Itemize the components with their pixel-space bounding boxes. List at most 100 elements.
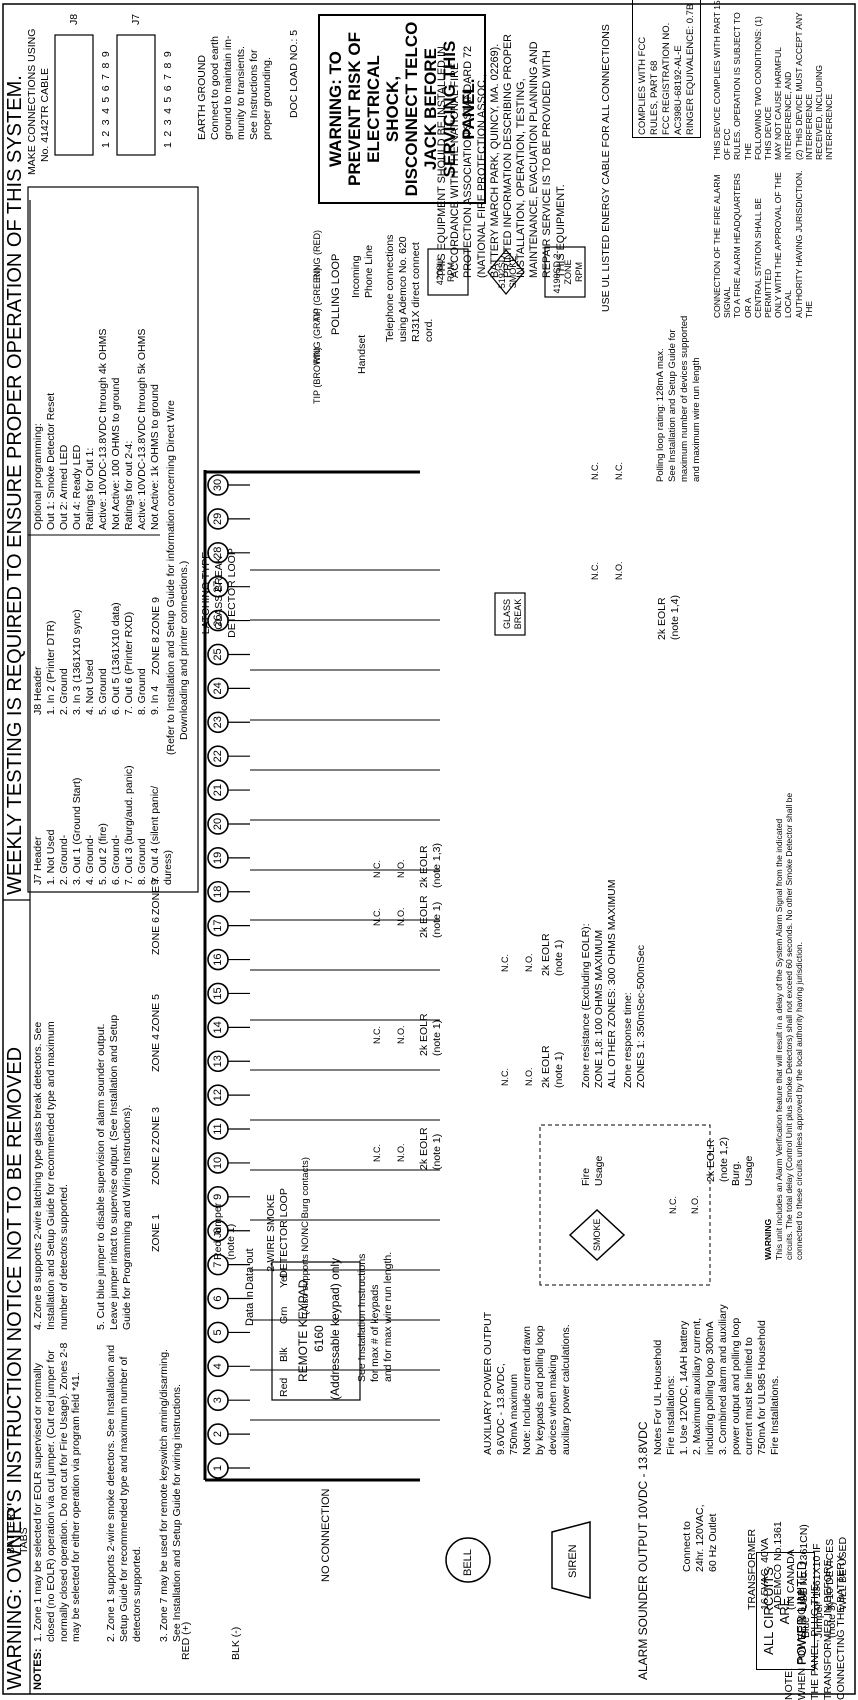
keypad-title: REMOTE KEYPAD bbox=[296, 1279, 310, 1382]
glass-break-loop-label: LATCHING TYPE GLASS BREAK DETECTOR LOOP bbox=[200, 548, 238, 638]
aux-power-line: auxiliary power calculations. bbox=[560, 1324, 572, 1455]
telephone-note-line: cord. bbox=[423, 318, 435, 342]
burg-usage-label: Burg. Usage bbox=[730, 1155, 755, 1186]
smoke-device-label: SMOKE bbox=[592, 1218, 602, 1251]
ring-red-label: RING (RED) bbox=[312, 230, 322, 280]
zone1-label: ZONE 1 bbox=[150, 1214, 162, 1252]
fcc-part15-line: RECEIVED, INCLUDING INTERFERENCE bbox=[813, 65, 835, 160]
terminal-number-4: 4 bbox=[212, 1363, 224, 1369]
red-jumper-note: (note 1) bbox=[225, 1223, 237, 1260]
terminal-number-25: 25 bbox=[212, 648, 224, 660]
battery-tabs-label: TABS bbox=[18, 1527, 30, 1554]
j7-header-item: 3. Out 1 (Ground Start) bbox=[71, 777, 83, 885]
terminal-number-21: 21 bbox=[212, 784, 224, 796]
ul-notes-line: Notes For UL Household bbox=[652, 1339, 664, 1455]
terminal-number-14: 14 bbox=[212, 1021, 224, 1033]
terminal-number-3: 3 bbox=[212, 1397, 224, 1403]
terminal-number-22: 22 bbox=[212, 750, 224, 762]
zone9-label: ZONE 9 bbox=[150, 597, 162, 635]
telephone-note-line: using Ademco No. 620 bbox=[397, 236, 409, 342]
terminal-number-1: 1 bbox=[212, 1465, 224, 1471]
keypad-wire-label: Yel bbox=[278, 1273, 290, 1288]
no-label: N.O. bbox=[396, 1143, 406, 1162]
nc-label: N.C. bbox=[372, 1144, 382, 1162]
rpm-4190sd-label: 4190SD 2-ZONE RPM bbox=[552, 250, 584, 294]
zone1-eolr-label: 2k EOLR bbox=[705, 1139, 717, 1182]
no-label: N.O. bbox=[396, 1025, 406, 1044]
j8-header-item: 1. In 2 (Printer DTR) bbox=[45, 620, 57, 715]
battery-tabs-label: BATTERY bbox=[5, 1506, 17, 1554]
keypad-note: (Addressable keypad) only bbox=[328, 1257, 342, 1400]
transformer-line: TRANSFORMER bbox=[746, 1528, 758, 1610]
terminal-number-13: 13 bbox=[212, 1055, 224, 1067]
j7-header-item: 7. Out 3 (burg/aud. panic) bbox=[123, 765, 135, 885]
keypad-box bbox=[271, 1261, 361, 1401]
incoming-line-label: Incoming Phone Line bbox=[350, 244, 375, 298]
rpm-4190sd-box bbox=[544, 246, 586, 298]
zone6-label: ZONE 6 bbox=[150, 917, 162, 955]
ul-notes-line: 2. Maximum auxiliary current, bbox=[691, 1317, 703, 1455]
polling-loop-label: POLLING LOOP bbox=[330, 253, 342, 335]
terminal-number-17: 17 bbox=[212, 920, 224, 932]
nc-label: N.C. bbox=[372, 860, 382, 878]
j8-header-item: 6. Out 5 (1361X10 data) bbox=[110, 602, 122, 715]
j8-header-item: 7. Out 6 (Printer RXD) bbox=[123, 611, 135, 715]
zone3-label: ZONE 3 bbox=[150, 1107, 162, 1145]
handset-label: Handset bbox=[356, 334, 368, 374]
optional-programming-line: Not Active: 1k OHMS to ground bbox=[149, 384, 161, 530]
transformer-line: 16.5VAC, 40VA bbox=[759, 1538, 771, 1610]
zone4-eolr-label: 2k EOLR bbox=[418, 1013, 430, 1056]
fire-usage-label: Fire Usage bbox=[580, 1155, 605, 1186]
owner-warning-title: WARNING: OWNER'S INSTRUCTION NOTICE NOT … bbox=[4, 1046, 26, 1690]
rpm-4208u-label: 4208U RPM bbox=[435, 258, 456, 286]
nc-label: N.C. bbox=[668, 1196, 678, 1214]
nc-label: N.C. bbox=[372, 1026, 382, 1044]
terminal-number-5: 5 bbox=[212, 1329, 224, 1335]
zone5-eolr-label: 2k EOLR bbox=[540, 933, 552, 976]
outlet-line: 24hr. 120VAC, bbox=[694, 1504, 706, 1572]
earth-ground-line: EARTH GROUND bbox=[196, 55, 208, 140]
bell-label: BELL bbox=[462, 1549, 474, 1576]
zone-resistance-line: Zone response time: bbox=[622, 992, 634, 1088]
j7-label: J7 bbox=[130, 13, 142, 25]
aux-power-line: AUXILIARY POWER OUTPUT bbox=[482, 1311, 494, 1455]
keypad-data-out: Data out bbox=[244, 1248, 256, 1290]
burg-usage-dashed-box bbox=[539, 1124, 711, 1286]
zone-resistance-line: ZONE 1,8: 100 OHMS MAXIMUM bbox=[593, 929, 605, 1088]
polling-rating-line: Polling loop rating: 128mA max. bbox=[655, 348, 666, 482]
j7-header-item: 9. Out 4 (silent panic/ duress) bbox=[149, 785, 174, 885]
fcc-line: RINGER EQUIVALENCE: 0.7B bbox=[684, 3, 696, 135]
j8-connector bbox=[54, 34, 94, 156]
outlet-line: 60 Hz Outlet bbox=[707, 1513, 719, 1572]
battery-red-label: RED (+) bbox=[180, 1621, 192, 1660]
fcc-part15-line: RULES. OPERATION IS SUBJECT TO THE bbox=[732, 12, 753, 160]
zone8-label: ZONE 8 bbox=[150, 637, 162, 675]
fire-alarm-line: TO A FIRE ALARM HEADQUARTERS OR A bbox=[732, 173, 753, 318]
zone2-eolr-label: 2k EOLR bbox=[418, 1127, 430, 1170]
optional-programming-line: (Refer to Installation and Setup Guide f… bbox=[165, 400, 177, 755]
fcc-part15-line: FOLLOWING TWO CONDITIONS: (1) THIS DEVIC… bbox=[752, 16, 773, 160]
j7-header-title: J7 Header bbox=[32, 836, 44, 885]
glass-break-eolr-label: 2k EOLR bbox=[656, 597, 668, 640]
optional-programming-line: Out 4: Ready LED bbox=[71, 444, 83, 530]
header-info-box bbox=[27, 186, 199, 893]
no-label: N.O. bbox=[614, 561, 624, 580]
glass-break-device-label: GLASS BREAK bbox=[502, 598, 523, 630]
zone4-eolr-note: (note 1) bbox=[431, 1019, 443, 1056]
j8-header-item: 2. Ground bbox=[58, 668, 70, 715]
smoke-5192sd-symbol bbox=[487, 249, 525, 295]
zone-warning-title: WARNING bbox=[763, 1218, 773, 1260]
optional-programming-line: Out 1: Smoke Detector Reset bbox=[45, 392, 57, 530]
power-up-note-line: THE PANEL, PLUG THE bbox=[809, 1584, 821, 1700]
no-connection-label: NO CONNECTION bbox=[320, 1488, 332, 1583]
ul-notes-line: 750mA for UL985 Household bbox=[756, 1320, 768, 1455]
j7-header-item: 1. Not Used bbox=[45, 829, 57, 885]
glass-break-eolr-note: (note 1,4) bbox=[669, 595, 681, 640]
optional-programming-line: Ratings for Out 1: bbox=[84, 447, 96, 530]
zone2-eolr-note: (note 1) bbox=[431, 1133, 443, 1170]
j7-header-item: 6. Ground- bbox=[110, 834, 122, 885]
j7-header-item: 2. Ground- bbox=[58, 834, 70, 885]
keypad-wire-label: Red bbox=[278, 1377, 290, 1397]
terminal-number-12: 12 bbox=[212, 1089, 224, 1101]
polling-rating-line: and maximum wire run length bbox=[691, 357, 702, 482]
